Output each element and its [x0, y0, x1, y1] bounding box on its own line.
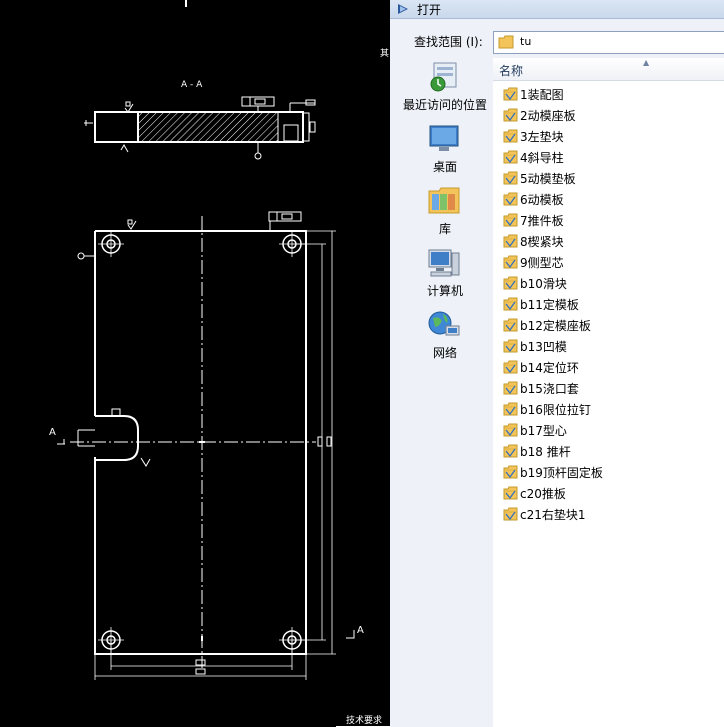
recent-places-icon	[430, 62, 457, 92]
place-label: 网络	[432, 346, 457, 360]
place-desktop[interactable]: 桌面	[390, 123, 493, 179]
document-folder-icon	[503, 338, 518, 357]
edge-text: 其	[380, 49, 390, 59]
file-name: b11定模板	[520, 298, 579, 312]
document-folder-icon	[503, 170, 518, 189]
app-icon	[398, 4, 408, 14]
document-folder-icon	[503, 86, 518, 105]
file-name: 1装配图	[520, 88, 564, 102]
document-folder-icon	[503, 401, 518, 420]
file-name: b18 推杆	[520, 445, 571, 459]
sort-up-icon: ▲	[643, 58, 650, 67]
document-folder-icon	[503, 380, 518, 399]
file-name: 7推件板	[520, 214, 564, 228]
cad-drawing-area[interactable]: A - A A A 技术要求 其	[0, 0, 390, 727]
file-item[interactable]: 3左垫块	[501, 125, 721, 146]
file-name: b12定模座板	[520, 319, 591, 333]
file-name: b16限位拉钉	[520, 403, 591, 417]
file-list[interactable]: 名称 ▲ 1装配图 2动模座板 3左垫块 4斜导柱 5动模垫板 6动模板 7推件板 8楔紧块 9…	[493, 58, 724, 727]
file-item[interactable]: 5动模垫板	[501, 167, 721, 188]
document-folder-icon	[503, 422, 518, 441]
file-item[interactable]: b15浇口套	[501, 377, 721, 398]
file-name: b19顶杆固定板	[520, 466, 603, 480]
place-label: 最近访问的位置	[402, 98, 487, 112]
document-folder-icon	[503, 149, 518, 168]
right-section-label: A	[357, 625, 364, 636]
file-item[interactable]: c21右垫块1	[501, 503, 721, 524]
look-in-dropdown[interactable]: tu	[493, 31, 724, 54]
file-item[interactable]: b12定模座板	[501, 314, 721, 335]
file-name: 5动模垫板	[520, 172, 576, 186]
document-folder-icon	[503, 107, 518, 126]
file-name: b17型心	[520, 424, 567, 438]
file-item[interactable]: b18 推杆	[501, 440, 721, 461]
file-item[interactable]: 6动模板	[501, 188, 721, 209]
document-folder-icon	[503, 317, 518, 336]
document-folder-icon	[503, 296, 518, 315]
file-item[interactable]: b13凹模	[501, 335, 721, 356]
document-folder-icon	[503, 275, 518, 294]
file-name: b14定位环	[520, 361, 579, 375]
folder-icon	[498, 35, 514, 49]
file-item[interactable]: b16限位拉钉	[501, 398, 721, 419]
file-name: 8楔紧块	[520, 235, 564, 249]
file-name: b10滑块	[520, 277, 567, 291]
file-name: c20推板	[520, 487, 566, 501]
document-folder-icon	[503, 506, 518, 525]
section-view	[84, 96, 316, 160]
cad-drawing	[57, 0, 390, 727]
open-file-dialog: 打开 查找范围 (I): tu 最近访问的位置 桌面	[390, 0, 724, 727]
place-libraries[interactable]: 库	[390, 185, 493, 241]
file-item[interactable]: b14定位环	[501, 356, 721, 377]
file-item[interactable]: 9侧型芯	[501, 251, 721, 272]
document-folder-icon	[503, 233, 518, 252]
desktop-icon	[429, 125, 459, 151]
file-item[interactable]: 4斜导柱	[501, 146, 721, 167]
file-name: 4斜导柱	[520, 151, 564, 165]
document-folder-icon	[503, 485, 518, 504]
document-folder-icon	[503, 128, 518, 147]
column-header-name[interactable]: 名称 ▲	[493, 58, 724, 81]
file-item[interactable]: b19顶杆固定板	[501, 461, 721, 482]
document-folder-icon	[503, 254, 518, 273]
file-item[interactable]: b11定模板	[501, 293, 721, 314]
file-name: 6动模板	[520, 193, 564, 207]
file-item[interactable]: 1装配图	[501, 83, 721, 104]
place-label: 计算机	[426, 284, 463, 298]
file-name: b13凹模	[520, 340, 567, 354]
place-network[interactable]: 网络	[390, 309, 493, 365]
look-in-value: tu	[520, 35, 532, 48]
dialog-titlebar[interactable]: 打开	[390, 0, 724, 19]
computer-icon	[428, 249, 460, 277]
place-recent[interactable]: 最近访问的位置	[390, 61, 493, 117]
column-name-label: 名称	[499, 64, 524, 78]
file-item[interactable]: 2动模座板	[501, 104, 721, 125]
look-in-label: 查找范围 (I):	[414, 35, 483, 49]
file-name: b15浇口套	[520, 382, 579, 396]
document-folder-icon	[503, 212, 518, 231]
plan-view	[57, 211, 355, 680]
place-label: 库	[438, 222, 451, 236]
place-label: 桌面	[432, 160, 457, 174]
dialog-title: 打开	[417, 3, 442, 17]
left-section-label: A	[49, 427, 56, 438]
place-computer[interactable]: 计算机	[390, 247, 493, 303]
document-folder-icon	[503, 191, 518, 210]
file-name: 3左垫块	[520, 130, 564, 144]
file-item[interactable]: 8楔紧块	[501, 230, 721, 251]
file-name: 2动模座板	[520, 109, 576, 123]
network-icon	[428, 311, 460, 336]
file-item[interactable]: c20推板	[501, 482, 721, 503]
libraries-icon	[428, 187, 460, 214]
file-item[interactable]: b10滑块	[501, 272, 721, 293]
tech-requirements-text: 技术要求	[346, 716, 383, 726]
file-name: c21右垫块1	[520, 508, 586, 522]
file-item[interactable]: 7推件板	[501, 209, 721, 230]
document-folder-icon	[503, 464, 518, 483]
document-folder-icon	[503, 359, 518, 378]
document-folder-icon	[503, 443, 518, 462]
file-name: 9侧型芯	[520, 256, 564, 270]
file-item[interactable]: b17型心	[501, 419, 721, 440]
section-label: A - A	[181, 80, 203, 90]
